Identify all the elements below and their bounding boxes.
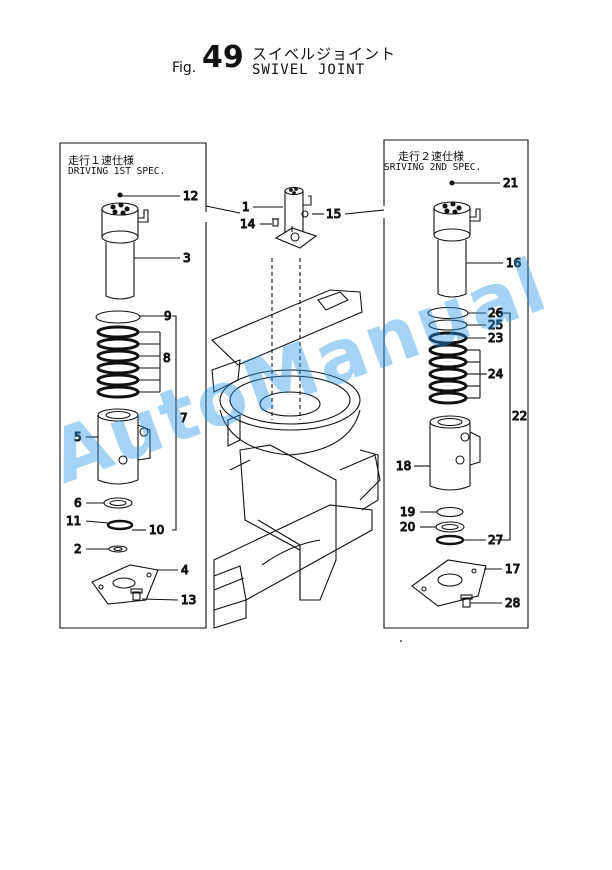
callout-11: 11: [66, 514, 81, 528]
right-oring-27: [435, 534, 465, 546]
right-panel-label-en: SRIVING 2ND SPEC.: [384, 162, 482, 173]
left-plug: [117, 192, 123, 198]
callout-28: 28: [505, 596, 520, 610]
callout-7: 7: [180, 411, 188, 425]
left-washer-2-inner: [113, 546, 123, 552]
callout-13: 13: [181, 593, 196, 607]
right-mounting-plate: [411, 559, 487, 607]
left-ring-6: [103, 497, 133, 509]
right-ring-20: [435, 521, 465, 533]
right-plug: [449, 180, 455, 186]
callout-2: 2: [74, 542, 82, 556]
right-ring-20-inner: [441, 523, 459, 531]
right-bolt-28: [460, 594, 473, 608]
header: Fig. 49 スイベルジョイント SWIVEL JOINT: [0, 0, 612, 90]
callout-18: 18: [396, 459, 411, 473]
right-panel-frame: [383, 139, 529, 629]
left-panel-frame: [59, 142, 207, 629]
center-pointer-left: [205, 205, 241, 214]
left-washer-2: [108, 545, 128, 553]
callout-24: 24: [488, 367, 503, 381]
left-callout-lines: [85, 195, 180, 601]
callout-27: 27: [488, 533, 503, 547]
center-swivel-assembly: [274, 186, 318, 249]
left-ring-6-inner: [109, 499, 127, 507]
right-rotor-housing: [429, 415, 481, 491]
callout-1: 1: [242, 200, 250, 214]
callout-23: 23: [488, 331, 503, 345]
callout-6: 6: [74, 496, 82, 510]
left-panel-label-jp: 走行１速仕様: [68, 154, 134, 167]
callout-17: 17: [505, 562, 520, 576]
callout-26: 26: [488, 306, 503, 320]
left-oring-11: [106, 519, 134, 531]
left-seal-rings: [95, 310, 141, 399]
callout-25: 25: [488, 318, 503, 332]
callout-14: 14: [240, 217, 255, 231]
right-ring-19: [436, 506, 464, 518]
fig-number: 49: [202, 40, 244, 75]
right-panel-label-jp: 走行２速仕様: [398, 150, 464, 163]
right-callout-lines: [414, 182, 511, 604]
callout-19: 19: [400, 505, 415, 519]
right-swivel-core: [433, 201, 481, 298]
callout-3: 3: [183, 251, 191, 265]
title-english: SWIVEL JOINT: [252, 62, 366, 78]
callout-21: 21: [503, 176, 518, 190]
fig-label: Fig.: [172, 60, 197, 76]
callout-12: 12: [183, 189, 198, 203]
left-swivel-core: [101, 202, 149, 300]
callout-9: 9: [164, 309, 172, 323]
title-japanese: スイベルジョイント: [252, 45, 397, 63]
left-mounting-plate: [91, 564, 159, 605]
callout-16: 16: [506, 256, 521, 270]
callout-10: 10: [149, 523, 164, 537]
left-panel-label-en: DRIVING 1ST SPEC.: [68, 166, 166, 177]
center-bolt-14: [272, 218, 279, 227]
left-rotor-housing: [97, 408, 151, 485]
callout-20: 20: [400, 520, 415, 534]
callout-22: 22: [512, 409, 527, 423]
center-pointer-right: [344, 209, 385, 215]
callout-8: 8: [163, 351, 171, 365]
center-chassis-frame: [211, 258, 381, 629]
callout-4: 4: [181, 563, 189, 577]
left-bolt-13: [130, 588, 143, 601]
callout-15: 15: [326, 207, 341, 221]
callout-5: 5: [74, 430, 82, 444]
